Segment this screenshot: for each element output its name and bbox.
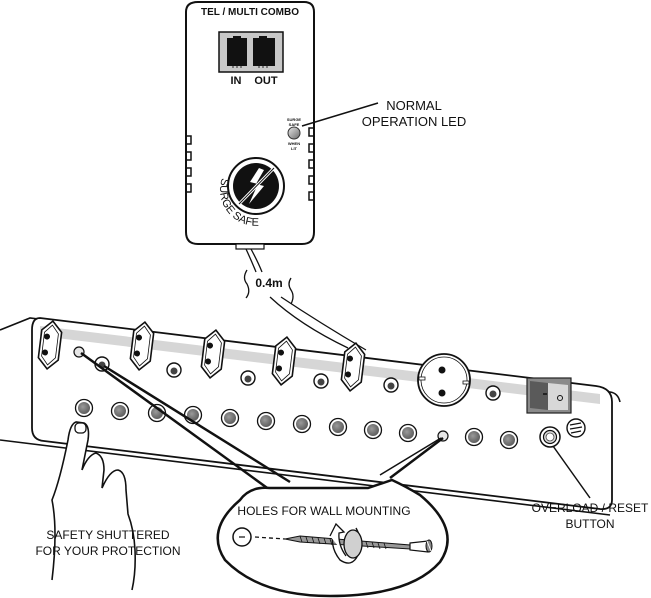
- led-callout-line1: NORMAL: [386, 98, 442, 113]
- ground-symbol-icon: [566, 418, 586, 438]
- led-callout-line2: OPERATION LED: [362, 114, 467, 129]
- power-switch[interactable]: [526, 377, 572, 414]
- upper-jacks: [94, 356, 501, 401]
- led-text-4: LIT: [291, 146, 298, 151]
- reset-callout-line2: BUTTON: [565, 517, 614, 531]
- surge-safe-logo: SURGE SAFE: [217, 157, 285, 229]
- cable-strain-relief: [235, 243, 265, 250]
- schuko-outlet[interactable]: [417, 353, 471, 407]
- reset-callout-line: [552, 445, 591, 499]
- euro-outlet[interactable]: [37, 320, 63, 370]
- module-title: TEL / MULTI COMBO: [201, 7, 299, 18]
- led-text-1: SURGE: [287, 117, 302, 122]
- port-in-label: IN: [231, 75, 242, 87]
- led-text-2: SAFE: [289, 122, 300, 127]
- led-callout-line: [301, 102, 379, 127]
- euro-outlet[interactable]: [200, 329, 226, 379]
- lower-buttons: [74, 398, 519, 450]
- shutter-callout-line1: SAFETY SHUTTERED: [46, 528, 169, 542]
- cable-length-label: 0.4m: [255, 276, 282, 290]
- euro-outlet[interactable]: [271, 336, 297, 386]
- vent-notches-left: [186, 135, 192, 193]
- wall-mount-callout: HOLES FOR WALL MOUNTING: [80, 351, 449, 598]
- shutter-callout-line2: FOR YOUR PROTECTION: [35, 544, 180, 558]
- tel-combo-module: TEL / MULTI COMBO IN OUT SURGE SAFE WHEN…: [185, 1, 315, 250]
- reset-callout-line1: OVERLOAD / RESET: [532, 501, 649, 515]
- port-out[interactable]: [253, 36, 275, 68]
- port-in[interactable]: [227, 36, 247, 68]
- port-out-label: OUT: [254, 75, 278, 87]
- screw-icon: [232, 522, 433, 564]
- euro-outlet[interactable]: [340, 342, 366, 392]
- connection-cable: [243, 248, 367, 351]
- power-strip: [0, 317, 621, 516]
- euro-outlet[interactable]: [129, 321, 155, 371]
- vent-notches-right: [308, 127, 314, 201]
- wall-mount-callout-label: HOLES FOR WALL MOUNTING: [237, 504, 410, 518]
- finger-hand-illustration: [51, 421, 136, 591]
- led-text-3: WHEN: [288, 141, 300, 146]
- overload-reset-button[interactable]: [539, 426, 561, 448]
- normal-operation-led: [287, 126, 301, 140]
